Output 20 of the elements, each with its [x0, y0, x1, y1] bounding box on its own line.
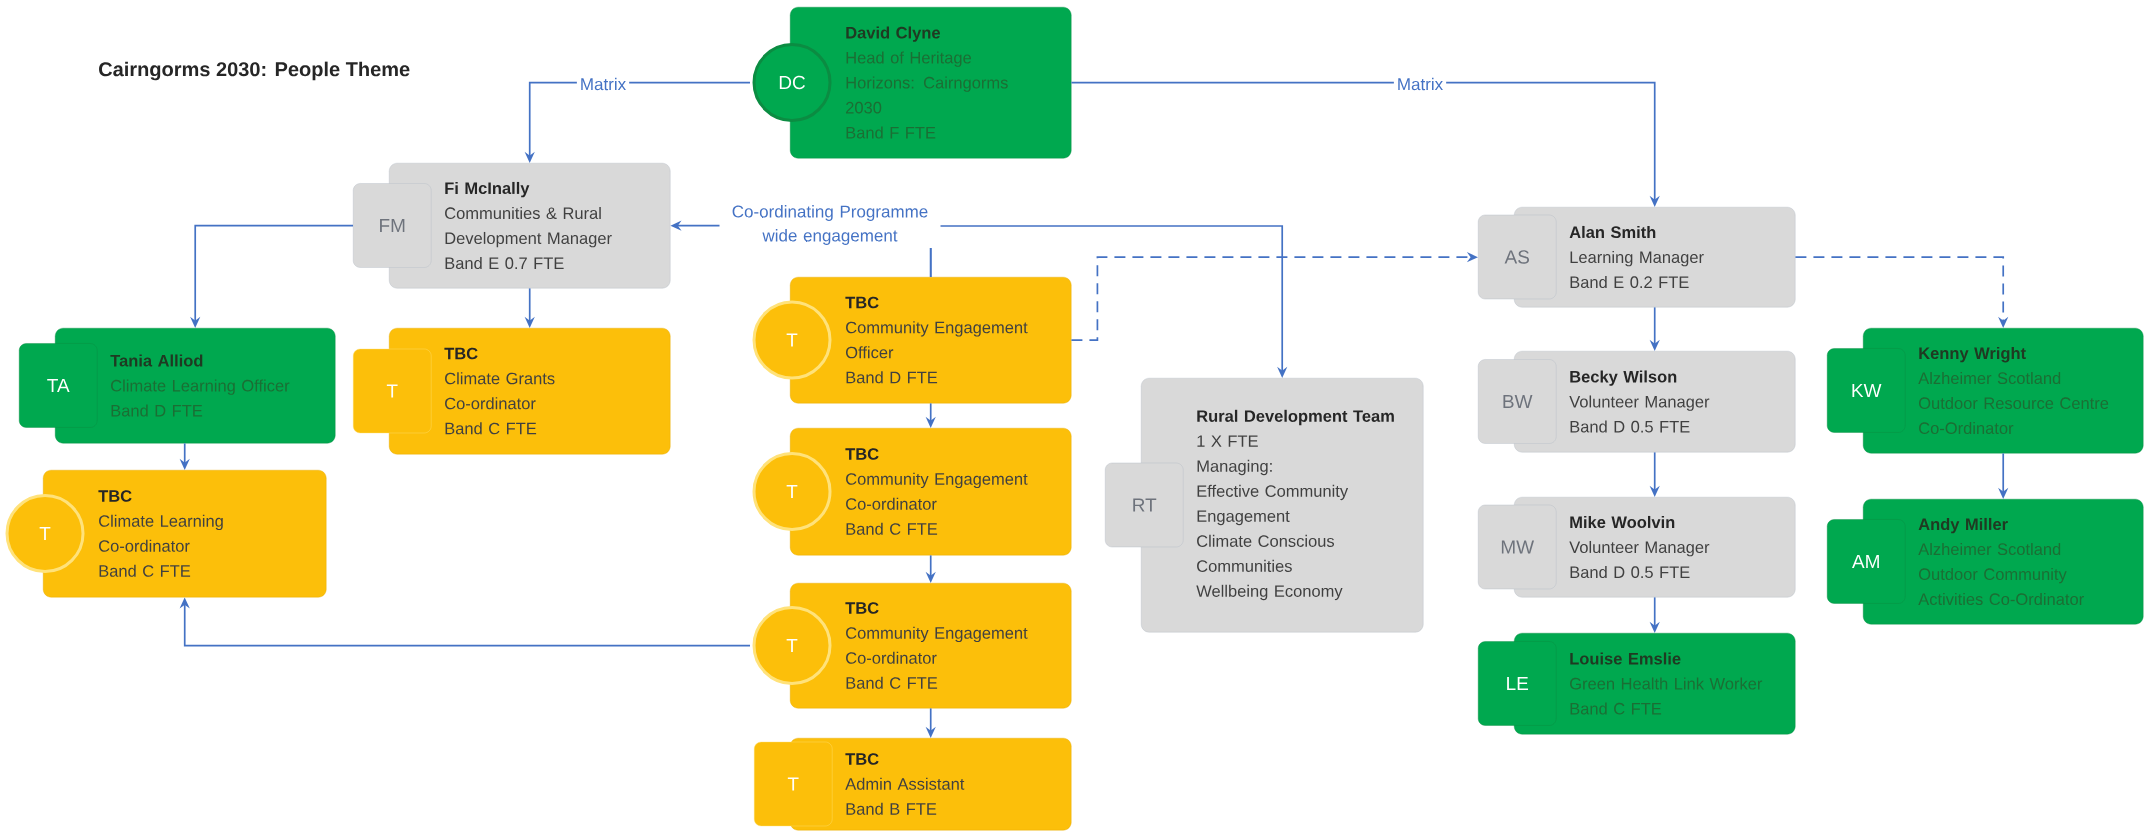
title: Cairngorms 2030: People Theme	[99, 61, 410, 81]
org-card: T TBC Climate Learning Co-ordinator Band C FTE	[5, 470, 327, 598]
org-card: DC David Clyne Head of Heritage Horizons: Cairngorms 2030 Band F FTE	[752, 7, 1072, 159]
edge-label: Matrix	[1393, 74, 1447, 94]
org-card: AS Alan Smith Learning Manager Band E 0.2 FTE	[1478, 207, 1796, 308]
org-card: KW Kenny Wright Alzheimer Scotland Outdoor Resource Centre Co-Ordinator	[1827, 328, 2144, 454]
org-card: BW Becky Wilson Volunteer Manager Band D 0.5 FTE	[1478, 351, 1796, 453]
org-card: T TBC Climate Grants Co-ordinator Band C FTE	[353, 328, 671, 455]
edge-label: Co-ordinating Programme wide engagement	[719, 202, 941, 248]
org-card: LE Louise Emslie Green Health Link Worker Band C FTE	[1478, 633, 1796, 735]
org-card: T TBC Community Engagement Co-ordinator Band C FTE	[752, 428, 1072, 556]
org-card: TA Tania Alliod Climate Learning Officer Band D FTE	[19, 328, 336, 444]
org-card: T TBC Community Engagement Co-ordinator Band C FTE	[752, 583, 1072, 709]
org-card: T TBC Community Engagement Officer Band D FTE	[752, 277, 1072, 404]
org-card: T TBC Admin Assistant Band B FTE	[754, 738, 1072, 831]
org-card: MW Mike Woolvin Volunteer Manager Band D 0.5 FTE	[1478, 497, 1796, 598]
org-card: AM Andy Miller Alzheimer Scotland Outdoor Community Activities Co-Ordinator	[1827, 499, 2144, 625]
org-card: FM Fi McInally Communities & Rural Development Manager Band E 0.7 FTE	[353, 163, 671, 289]
org-card: RT Rural Development Team 1 X FTE Managing: Effective Community Engagement Climate Conscious Communities Wellbeing Economy	[1105, 378, 1424, 633]
edge-label: Matrix	[576, 74, 630, 94]
